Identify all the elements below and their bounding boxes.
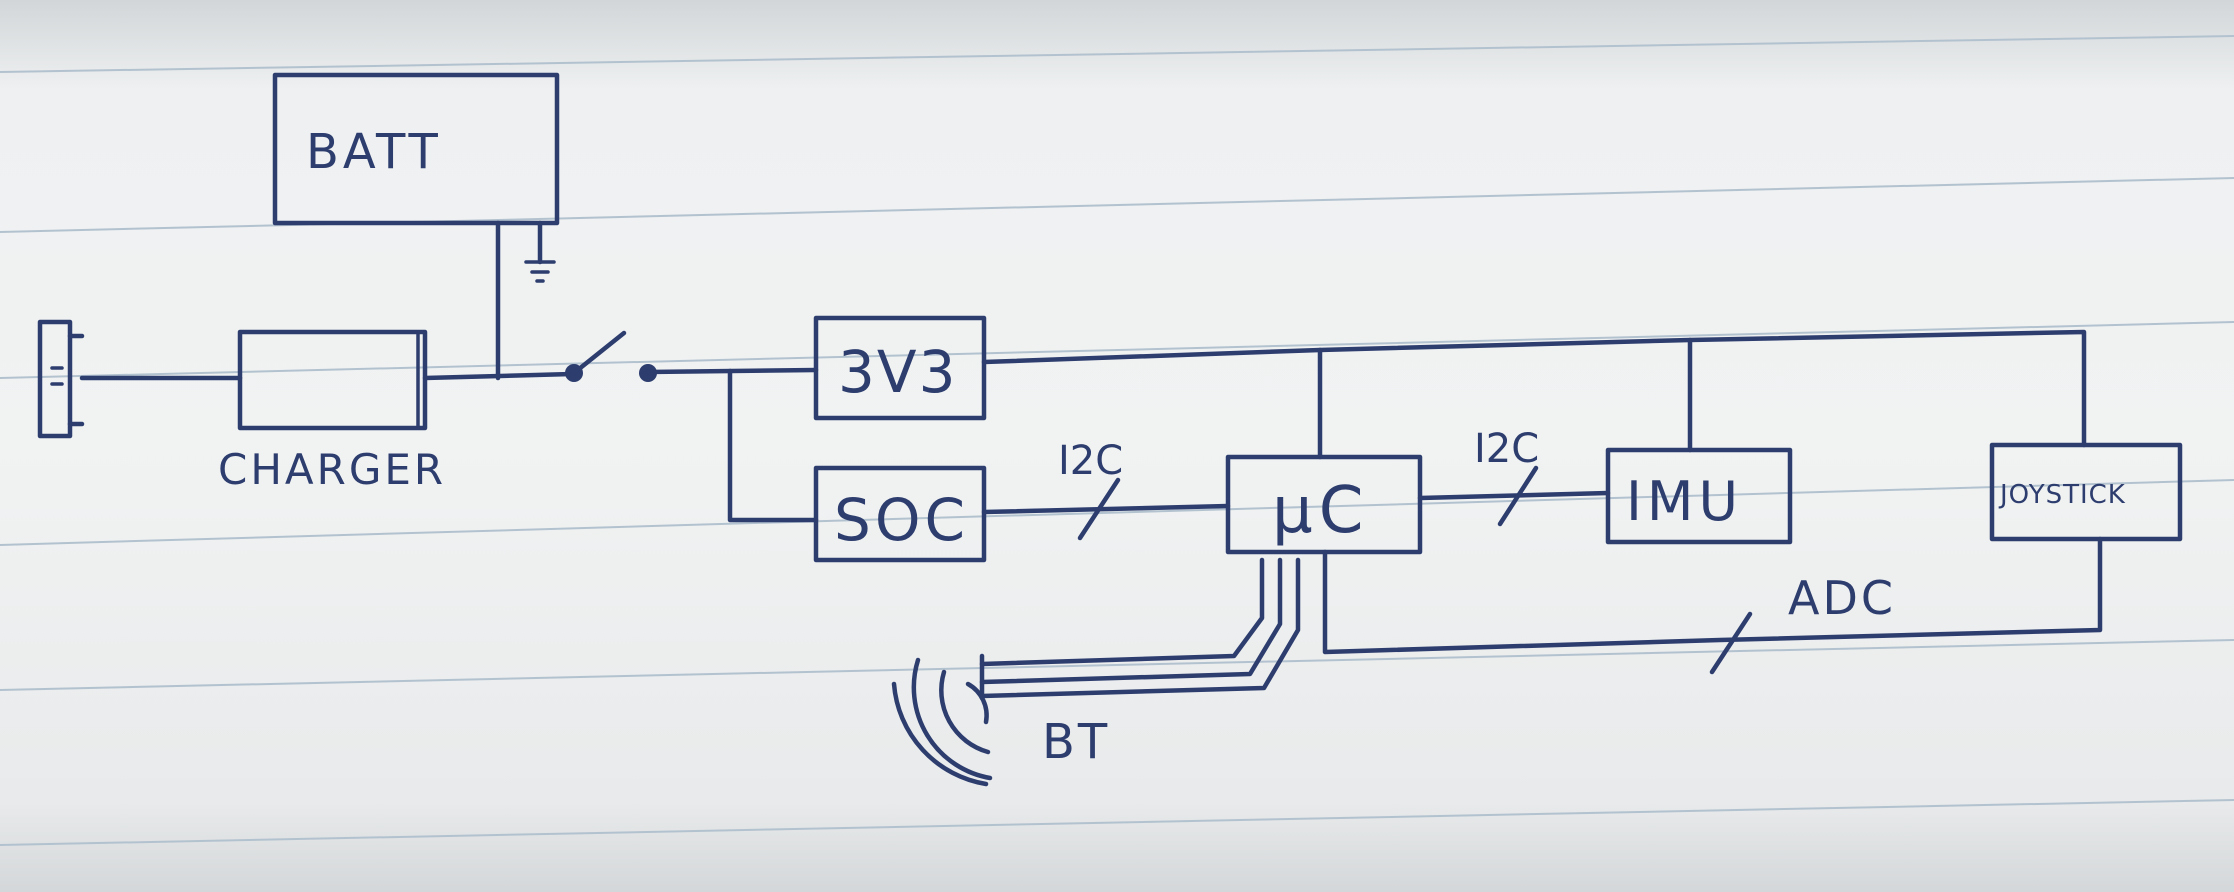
imu-label: IMU bbox=[1626, 470, 1743, 533]
usb-connector-icon bbox=[37, 319, 85, 439]
soc-bus-slash bbox=[1077, 477, 1121, 541]
switch-to-soc-wire bbox=[727, 368, 819, 523]
charger-block bbox=[237, 329, 428, 431]
ground-icon bbox=[524, 220, 556, 283]
joystick-label: JOYSTICK bbox=[1998, 480, 2126, 510]
imu-block bbox=[1605, 447, 1793, 545]
uc-label: μC bbox=[1272, 474, 1369, 548]
adc-bus-slash bbox=[1709, 611, 1753, 675]
switch-icon bbox=[565, 330, 657, 382]
imu-bus-slash bbox=[1497, 465, 1539, 527]
soc-bus-label: I2C bbox=[1058, 438, 1123, 484]
joystick-block bbox=[1989, 442, 2183, 542]
soc-label: SOC bbox=[834, 486, 969, 554]
uc-to-imu-bus bbox=[1417, 490, 1611, 501]
soc-to-uc-bus bbox=[981, 503, 1231, 515]
charger-label: CHARGER bbox=[218, 445, 446, 494]
bt-label: BT bbox=[1042, 714, 1110, 770]
regulator-label: 3V3 bbox=[838, 338, 957, 406]
bt-bus bbox=[979, 557, 1301, 701]
battery-block bbox=[272, 72, 560, 226]
joystick-to-uc-bus bbox=[1322, 536, 2103, 655]
battery-label: BATT bbox=[306, 124, 442, 180]
regulator-block bbox=[813, 315, 987, 421]
wireless-waves-icon bbox=[891, 657, 993, 787]
adc-bus-label: ADC bbox=[1788, 571, 1896, 625]
charger-to-switch-wire bbox=[422, 371, 575, 381]
imu-bus-label: I2C bbox=[1474, 426, 1539, 472]
